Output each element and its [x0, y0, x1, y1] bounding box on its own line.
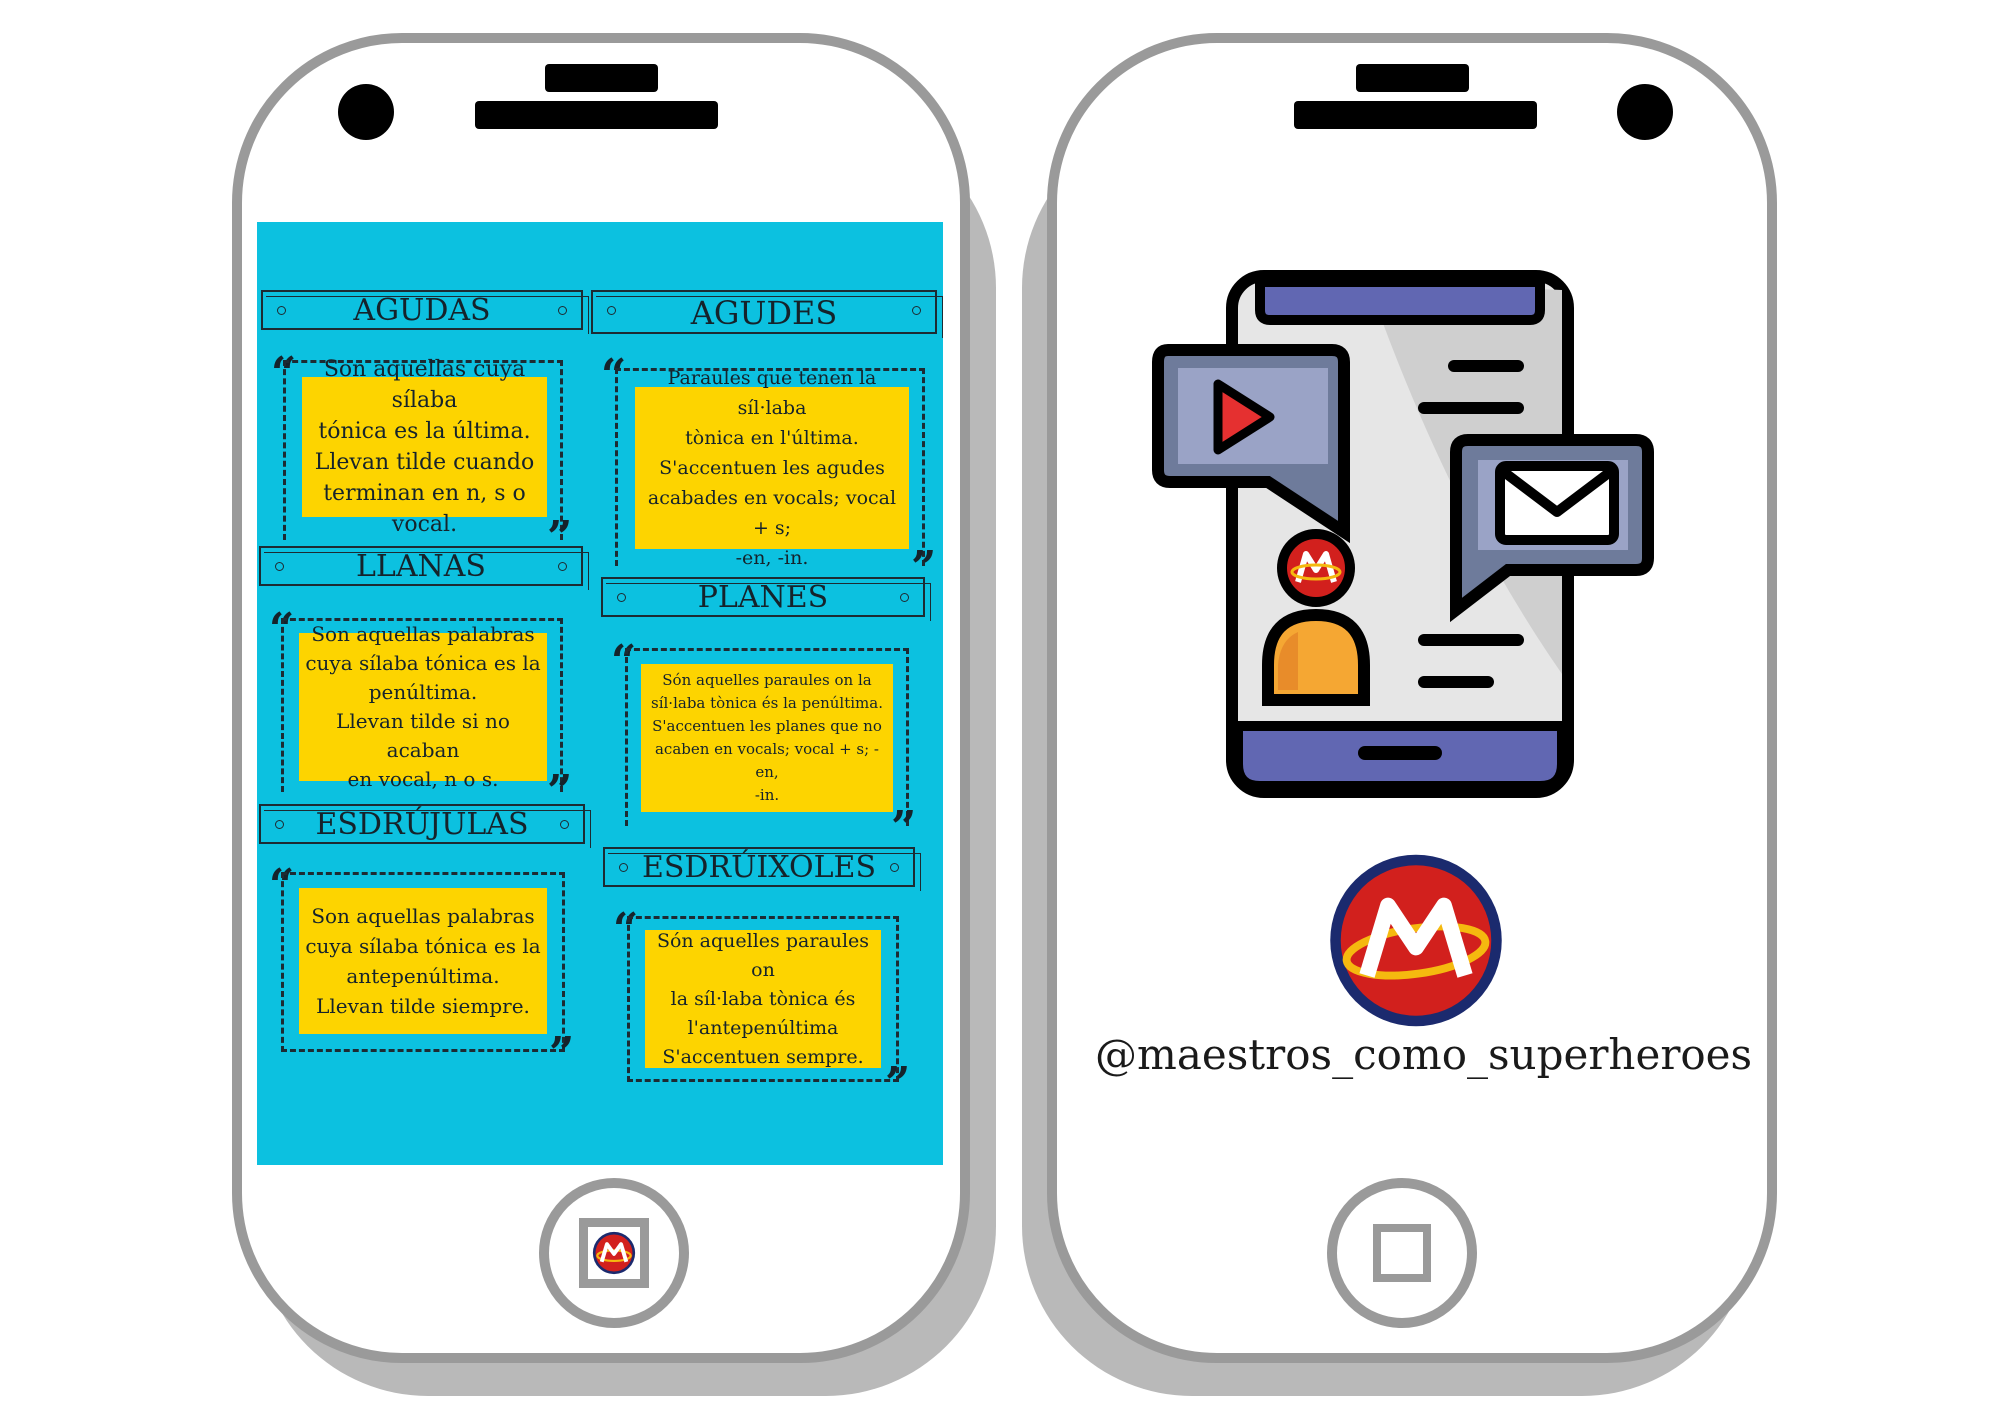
section-title-planes: PLANES	[601, 577, 931, 621]
mail-icon	[1450, 434, 1654, 623]
close-quote-icon: ”	[891, 802, 917, 853]
right-phone-speaker	[1294, 101, 1537, 129]
right-home-button[interactable]	[1327, 1178, 1477, 1328]
smartphone-communication-illustration	[1152, 270, 1654, 798]
dashed-frame	[627, 916, 899, 1082]
section-title-esdruixoles: ESDRÚIXOLES	[603, 847, 921, 891]
note-esdrujulas: Son aquellas palabras cuya sílaba tónica…	[299, 888, 547, 1034]
open-quote-icon: “	[611, 636, 637, 687]
note-agudes: Paraules que tenen la síl·laba tònica en…	[635, 367, 909, 569]
logo-icon	[1330, 854, 1502, 1027]
left-phone-speaker-top	[545, 64, 658, 92]
video-play-icon	[1152, 344, 1350, 544]
open-quote-icon: “	[613, 904, 639, 955]
note-llanas: Son aquellas palabras cuya sílaba tónica…	[299, 622, 547, 791]
right-phone-speaker-top	[1356, 64, 1469, 92]
dashed-frame	[281, 872, 565, 1052]
note-esdruixoles: Són aquelles paraules on la síl·laba tòn…	[645, 930, 881, 1068]
close-quote-icon: ”	[885, 1058, 911, 1109]
left-home-button[interactable]	[539, 1178, 689, 1328]
dashed-frame	[283, 360, 563, 540]
dashed-frame	[281, 618, 563, 792]
left-phone-speaker	[475, 101, 718, 129]
section-title-llanas: LLANAS	[259, 546, 589, 590]
home-button-frame	[579, 1218, 649, 1288]
close-quote-icon: ”	[549, 1028, 575, 1079]
home-button-frame	[1373, 1224, 1431, 1282]
user-avatar-icon	[1262, 529, 1370, 706]
close-quote-icon: ”	[547, 766, 573, 817]
logo-icon	[592, 1231, 636, 1275]
right-phone-camera	[1617, 84, 1673, 140]
section-title-agudes: AGUDES	[591, 290, 943, 338]
dashed-frame	[625, 648, 909, 826]
section-title-agudas: AGUDAS	[261, 290, 589, 334]
left-phone-camera	[338, 84, 394, 140]
left-phone-screen: AGUDAS “ Son aquellas cuya sílaba tónica…	[257, 222, 943, 1165]
open-quote-icon: “	[601, 350, 627, 401]
dashed-frame	[615, 368, 925, 566]
note-agudas: Son aquellas cuya sílaba tónica es la úl…	[302, 357, 547, 537]
note-planes: Són aquelles paraules on la síl·laba tòn…	[641, 664, 893, 812]
section-title-esdrujulas: ESDRÚJULAS	[259, 804, 591, 848]
social-handle: @maestros_como_superheroes	[1095, 1030, 1753, 1079]
